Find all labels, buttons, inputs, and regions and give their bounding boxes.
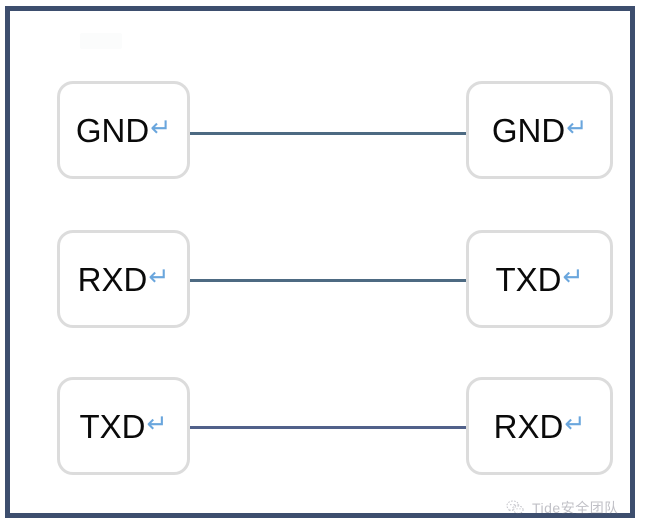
background-artifact xyxy=(80,33,122,49)
connector-line-gnd xyxy=(186,132,470,135)
return-symbol-icon: ↵ xyxy=(564,409,586,438)
node-label: TXD xyxy=(79,407,146,445)
node-left-gnd[interactable]: GND ↵ xyxy=(57,81,190,179)
wechat-icon xyxy=(505,498,525,518)
return-symbol-icon: ↵ xyxy=(150,113,172,142)
node-label: GND xyxy=(491,111,566,149)
node-label: RXD xyxy=(493,407,564,445)
return-symbol-icon: ↵ xyxy=(146,409,168,438)
node-right-txd[interactable]: TXD ↵ xyxy=(466,230,613,328)
watermark-text: Tide安全团队 xyxy=(532,500,619,516)
node-label: GND xyxy=(75,111,150,149)
node-right-gnd[interactable]: GND ↵ xyxy=(466,81,613,179)
return-symbol-icon: ↵ xyxy=(562,262,584,291)
node-left-txd[interactable]: TXD ↵ xyxy=(57,377,190,475)
diagram-canvas: GND ↵ GND ↵ RXD ↵ TXD ↵ TXD ↵ RXD xyxy=(10,11,630,516)
node-right-rxd[interactable]: RXD ↵ xyxy=(466,377,613,475)
connector-line-rxd-txd xyxy=(186,279,470,282)
node-left-rxd[interactable]: RXD ↵ xyxy=(57,230,190,328)
node-label: TXD xyxy=(495,260,562,298)
diagram-frame: GND ↵ GND ↵ RXD ↵ TXD ↵ TXD ↵ RXD xyxy=(5,6,635,518)
node-label: RXD xyxy=(77,260,148,298)
connector-line-txd-rxd xyxy=(186,426,470,429)
return-symbol-icon: ↵ xyxy=(566,113,588,142)
watermark: Tide安全团队 xyxy=(505,498,619,518)
return-symbol-icon: ↵ xyxy=(148,262,170,291)
